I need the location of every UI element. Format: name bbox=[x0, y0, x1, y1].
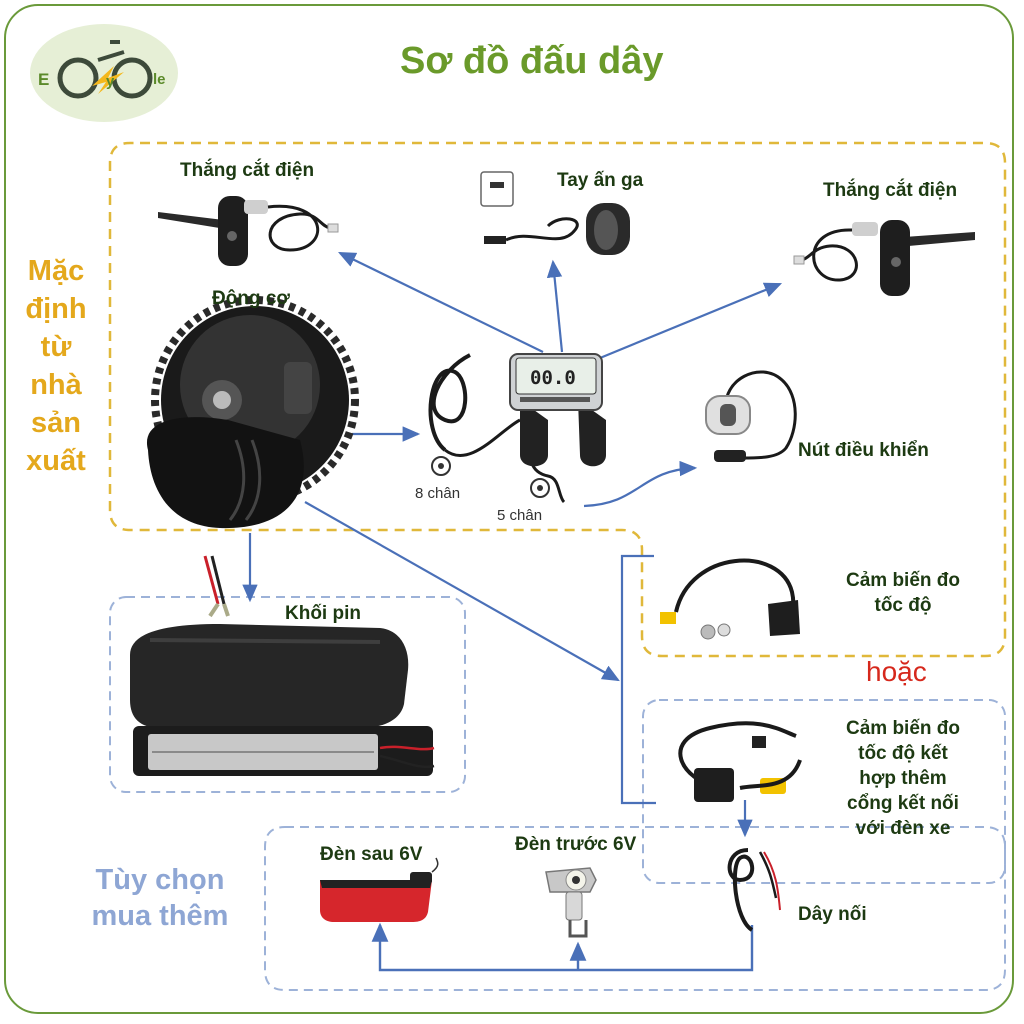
throttle-label: Tay ấn ga bbox=[557, 170, 644, 191]
default-kit-label-line: Mặc bbox=[27, 255, 85, 287]
logo-bolt-icon bbox=[92, 66, 124, 94]
default-kit-label-line: sản bbox=[31, 407, 81, 439]
speed-sensor-icon bbox=[660, 558, 800, 640]
logo-background bbox=[30, 24, 178, 122]
cable-to-rear-light-line bbox=[371, 922, 754, 972]
connector-5pin-label: 5 chân bbox=[497, 507, 543, 524]
speed-sensor-light-label-line: cổng kết nối bbox=[847, 793, 959, 814]
throttle-icon bbox=[480, 171, 630, 255]
speed-sensor-label: Cảm biến đo tốc độ bbox=[828, 568, 978, 618]
control-button-label: Nút điều khiển bbox=[798, 440, 929, 461]
default-kit-label: Mặc định từ nhà sản xuất bbox=[16, 252, 96, 480]
front-light-label: Đèn trước 6V bbox=[515, 834, 637, 855]
sensor-bracket-line bbox=[620, 554, 656, 805]
or-label: hoặc bbox=[866, 656, 927, 687]
speed-sensor-light-label-line: hợp thêm bbox=[859, 768, 947, 789]
speed-sensor-light-label-line: tốc độ kết bbox=[858, 743, 948, 764]
speed-sensor-light-label-line: với đèn xe bbox=[855, 818, 951, 839]
logo-graphic: E y le bbox=[30, 24, 178, 122]
battery-label: Khối pin bbox=[285, 603, 361, 624]
speed-sensor-label-line: Cảm biến đo bbox=[845, 570, 960, 591]
speed-sensor-light-port-icon bbox=[678, 721, 802, 802]
optional-kit-label-line: Tùy chọn bbox=[95, 864, 225, 896]
default-kit-label-line: nhà bbox=[30, 369, 82, 401]
page-title: Sơ đồ đấu dây bbox=[400, 40, 664, 82]
logo-wheel-left bbox=[57, 57, 99, 99]
speed-sensor-label-line: tốc độ bbox=[874, 595, 932, 616]
rear-light-label: Đèn sau 6V bbox=[320, 844, 423, 865]
battery-pack-icon bbox=[130, 555, 435, 776]
speed-sensor-light-label-line: Cảm biến đo bbox=[845, 718, 960, 739]
outer-frame bbox=[4, 4, 1014, 1014]
front-light-icon bbox=[545, 867, 597, 938]
sensor-light-box-border bbox=[642, 699, 1006, 884]
logo-letter-y: y bbox=[106, 73, 115, 90]
brake-lever-right-icon bbox=[793, 220, 975, 296]
connector-8pin-label: 8 chân bbox=[415, 485, 461, 502]
logo-letters-le: le bbox=[153, 71, 166, 88]
connection-cable-icon bbox=[727, 848, 781, 932]
arrow-to-brake-right bbox=[599, 282, 783, 360]
speed-sensor-light-label: Cảm biến đo tốc độ kết hợp thêm cổng kết… bbox=[828, 716, 978, 841]
arrow-to-control-button bbox=[583, 460, 698, 508]
motor-label: Động cơ bbox=[212, 288, 290, 309]
display-reading: 00.0 bbox=[530, 367, 576, 389]
default-kit-border bbox=[108, 141, 1007, 658]
lcd-display-icon: 00.0 bbox=[428, 353, 606, 504]
optional-kit-label: Tùy chọn mua thêm bbox=[70, 862, 250, 934]
optional-kit-border bbox=[264, 826, 1006, 991]
brake-lever-left-icon bbox=[158, 196, 339, 266]
logo-frame-bar bbox=[97, 40, 125, 62]
brake-right-label: Thắng cắt điện bbox=[823, 180, 958, 201]
control-button-icon bbox=[705, 370, 797, 462]
battery-box-border bbox=[109, 596, 466, 793]
default-kit-label-line: định bbox=[25, 293, 87, 325]
arrow-to-brake-left bbox=[338, 252, 544, 353]
brake-left-label: Thắng cắt điện bbox=[180, 160, 315, 181]
default-kit-label-line: từ bbox=[40, 331, 72, 363]
arrow-to-speed-sensor bbox=[304, 501, 620, 682]
rear-light-icon bbox=[320, 857, 439, 922]
ecycle-logo: E y le bbox=[28, 22, 180, 124]
default-kit-label-line: xuất bbox=[26, 445, 86, 477]
mid-drive-motor-icon bbox=[146, 296, 359, 529]
arrow-to-throttle bbox=[546, 259, 564, 353]
optional-kit-label-line: mua thêm bbox=[91, 900, 229, 932]
cable-label: Dây nối bbox=[798, 904, 867, 925]
logo-letter-e: E bbox=[38, 70, 49, 89]
